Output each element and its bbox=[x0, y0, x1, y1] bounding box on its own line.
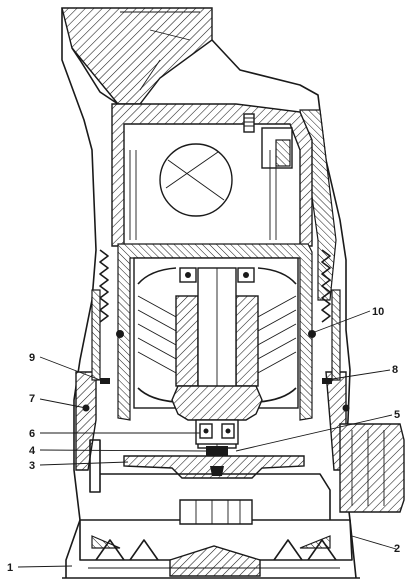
carry-handle bbox=[61, 7, 213, 105]
callout-9: 9 bbox=[29, 352, 35, 364]
callout-2: 2 bbox=[394, 543, 400, 555]
callout-4: 4 bbox=[29, 445, 36, 457]
left-spring bbox=[91, 249, 109, 381]
callout-3: 3 bbox=[29, 460, 35, 472]
callout-10: 10 bbox=[372, 306, 384, 318]
callout-1: 1 bbox=[7, 562, 13, 574]
callout-5: 5 bbox=[394, 409, 400, 421]
pump-chamber bbox=[89, 423, 405, 520]
top-cover bbox=[111, 103, 313, 247]
callout-7: 7 bbox=[29, 393, 35, 405]
seal-chamber bbox=[171, 385, 263, 445]
o-rings bbox=[82, 330, 350, 412]
right-spring bbox=[321, 249, 341, 381]
base-strainer bbox=[62, 499, 360, 579]
leader-lines bbox=[17, 310, 397, 568]
callout-6: 6 bbox=[29, 428, 35, 440]
guide-rods bbox=[129, 150, 277, 240]
callout-8: 8 bbox=[392, 364, 398, 376]
